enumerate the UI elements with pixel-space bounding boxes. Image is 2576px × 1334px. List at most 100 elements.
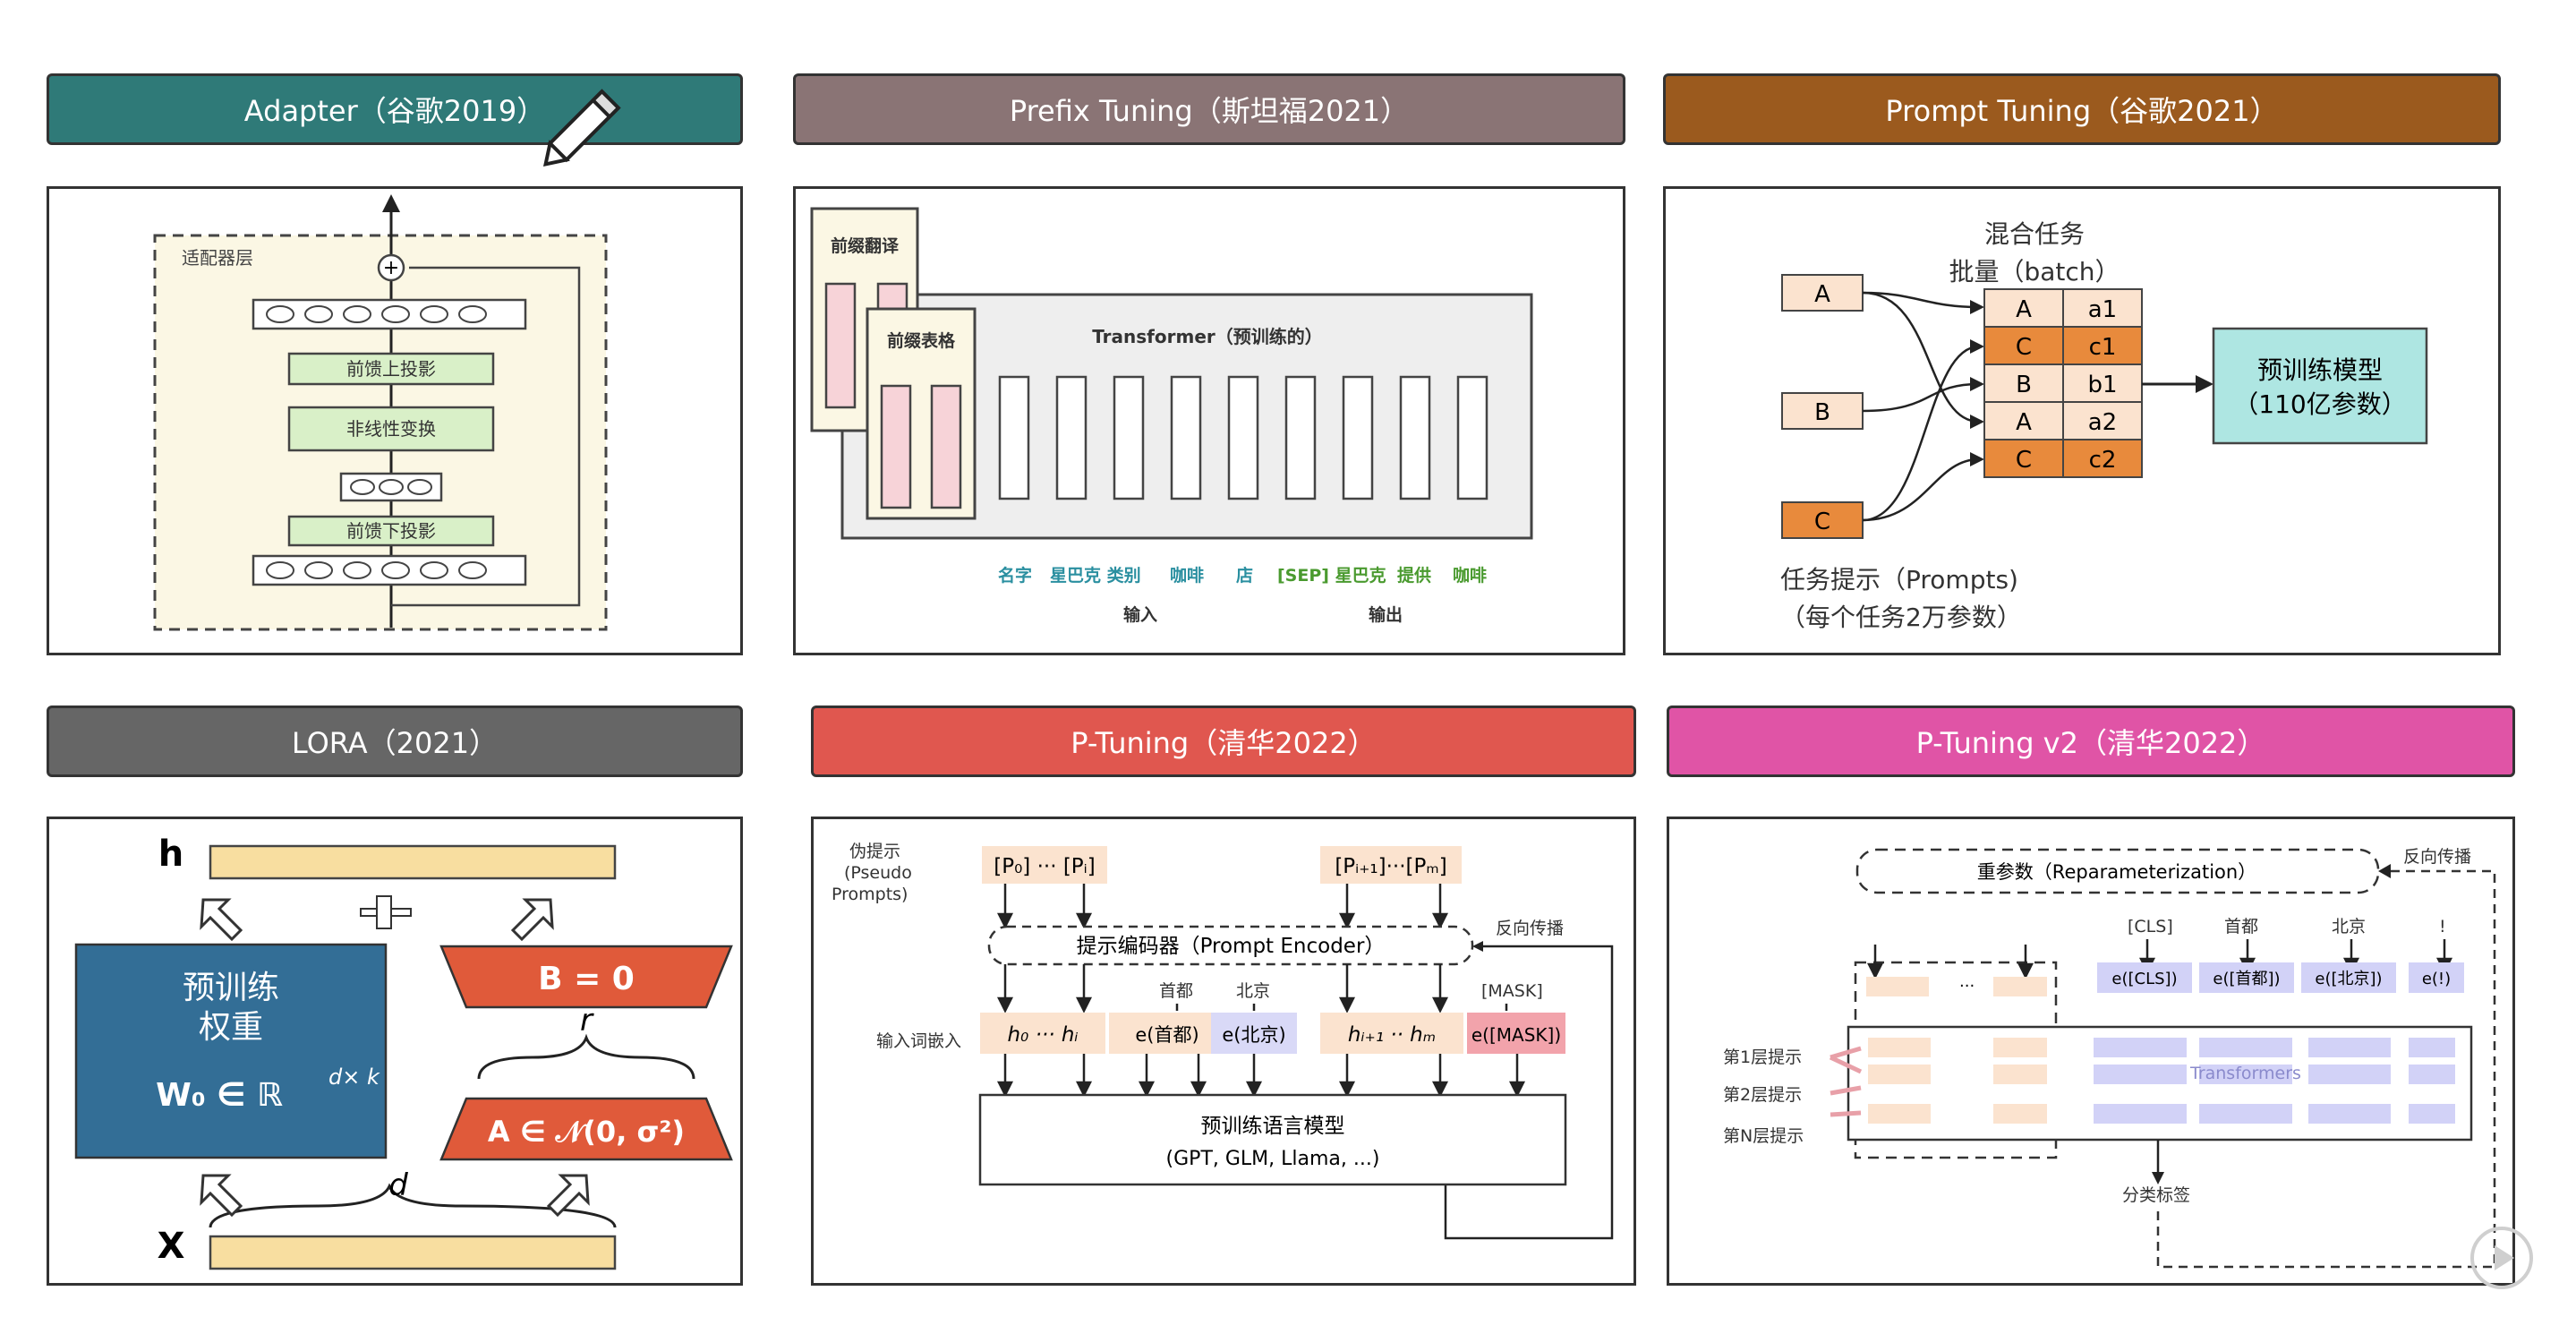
lora-h-bar xyxy=(209,844,617,880)
adapter-top-circles xyxy=(266,305,487,323)
header-ptuning-label: P-Tuning（清华2022） xyxy=(1070,726,1377,760)
ptv2-top-3: ! xyxy=(2439,917,2446,936)
adapter-up-proj-label: 前馈上投影 xyxy=(346,358,436,380)
prompt-batch-r1-c1: c1 xyxy=(2089,334,2117,361)
prefix-token-3: 店 xyxy=(1236,565,1253,586)
prompt-tuning-panel: 混合任务 批量（batch） A B C A a1 xyxy=(1663,186,2501,655)
lora-hollow-arrows xyxy=(200,898,590,1218)
prompt-batch-title: 批量（batch） xyxy=(1949,257,2120,286)
adapter-residual-line xyxy=(391,266,581,607)
lora-a-matrix xyxy=(439,1097,733,1161)
pt-pseudo-line2: (Pseudo xyxy=(844,863,912,883)
prompt-batch-r0-c1: a1 xyxy=(2088,296,2117,323)
pt-p-left-label: [P₀] ··· [Pᵢ] xyxy=(994,855,1096,878)
lora-d-brace xyxy=(209,1183,617,1228)
pt-top-beijing: 北京 xyxy=(1236,981,1270,1001)
ptv2-backprop-line xyxy=(2156,869,2496,1269)
pt-model-line1: 预训练语言模型 xyxy=(1201,1115,1345,1138)
header-adapter: Adapter（谷歌2019） xyxy=(47,73,743,145)
lora-w0-label: W₀ ∈ ℝ xyxy=(156,1077,283,1114)
pt-e-mask-box xyxy=(1467,1013,1565,1054)
lora-r-brace xyxy=(477,1033,695,1080)
pt-prompt-encoder xyxy=(987,925,1474,966)
header-p-tuning-v2: P-Tuning v2（清华2022） xyxy=(1667,705,2515,777)
lora-panel: h X 预训练 权重 W₀ ∈ ℝ d× k B = 0 r A ∈ 𝒩(0, … xyxy=(47,817,743,1286)
lora-x-label: X xyxy=(158,1226,185,1267)
ptv2-e-1: e([首都]) xyxy=(2213,970,2280,988)
prefix-table-label: 前缀表格 xyxy=(887,330,956,351)
prompt-batch-r2-c1: b1 xyxy=(2087,372,2117,398)
pt-embed-label: 输入词嵌入 xyxy=(876,1031,961,1051)
prefix-output-label: 输出 xyxy=(1369,604,1403,625)
pt-p-left-box xyxy=(982,846,1107,884)
pt-prompt-encoder-label: 提示编码器（Prompt Encoder） xyxy=(1077,935,1386,958)
pt-backprop-label: 反向传播 xyxy=(1496,919,1564,938)
prompt-batch-r2-c0: B xyxy=(2016,372,2032,398)
lora-w0-sup: d× k xyxy=(328,1065,380,1090)
prefix-token-columns xyxy=(998,375,1488,500)
prompt-task-a xyxy=(1781,274,1864,312)
header-lora-label: LORA（2021） xyxy=(291,726,499,760)
ptv2-reparam-label: 重参数（Reparameterization） xyxy=(1977,861,2256,883)
ptv2-dots-top: ··· xyxy=(1959,977,1975,996)
prompt-prompts-line2: （每个任务2万参数） xyxy=(1780,603,2022,632)
prompt-model-line1: 预训练模型 xyxy=(2257,355,2383,385)
prompt-mixed-title: 混合任务 xyxy=(1984,219,2085,249)
pt-h-right-box xyxy=(1320,1013,1463,1054)
header-prompt-label: Prompt Tuning（谷歌2021） xyxy=(1885,94,2279,128)
prefix-translate-label: 前缀翻译 xyxy=(831,235,900,256)
pt-e-mask-label: e([MASK]) xyxy=(1471,1024,1561,1046)
ptv2-e-3: e(!) xyxy=(2422,970,2451,988)
pt-model-line2: (GPT, GLM, Llama, ...) xyxy=(1166,1148,1380,1170)
prompt-routing-curves xyxy=(1862,291,1980,522)
lora-h-label: h xyxy=(158,834,183,875)
prompt-batch-table: A a1 C c1 B b1 A a2 C c2 xyxy=(1983,288,2143,478)
prefix-token-5: 提供 xyxy=(1397,565,1431,586)
ptv2-backprop-label: 反向传播 xyxy=(2403,847,2471,867)
prefix-transformer-label: Transformer（预训练的） xyxy=(1092,326,1323,347)
p-tuning-diagram: 伪提示 (Pseudo Prompts) [P₀] ··· [Pᵢ] [Pᵢ₊₁… xyxy=(832,842,1614,1240)
pt-h-left-box xyxy=(980,1013,1105,1054)
lora-x-bar xyxy=(209,1235,617,1270)
lora-plus-icon xyxy=(376,895,392,929)
prompt-batch-r1-c0: C xyxy=(2016,334,2032,361)
ptv2-e-0: e([CLS]) xyxy=(2111,970,2177,988)
lora-pretrained-line1: 预训练 xyxy=(183,970,279,1006)
p-tuning-v2-panel: 重参数（Reparameterization） 反向传播 [CLS] 首都 北京… xyxy=(1667,817,2515,1286)
pt-e-capital-box xyxy=(1109,1013,1225,1054)
adapter-down-proj-box xyxy=(287,515,495,547)
prompt-diagram: 混合任务 批量（batch） A B C A a1 xyxy=(1780,219,2428,632)
pt-e-capital-label: e(首都) xyxy=(1135,1024,1198,1046)
header-prefix-tuning: Prefix Tuning（斯坦福2021） xyxy=(793,73,1625,145)
header-prompt-tuning: Prompt Tuning（谷歌2021） xyxy=(1663,73,2501,145)
prompt-task-c xyxy=(1781,501,1864,539)
prefix-token-1: 星巴克 类别 xyxy=(1050,565,1141,586)
play-button-icon[interactable] xyxy=(2470,1227,2533,1289)
pt-h-left-label: h₀ ··· hᵢ xyxy=(1007,1023,1078,1047)
lora-r-label: r xyxy=(580,1003,594,1039)
prompt-task-c-label: C xyxy=(1814,509,1830,535)
prompt-batch-r0-c0: A xyxy=(2016,296,2032,323)
lora-pretrained-line2: 权重 xyxy=(199,1009,263,1046)
prompt-batch-r3-c1: a2 xyxy=(2088,409,2117,436)
pt-backprop-line xyxy=(1444,945,1614,1240)
prompt-task-a-label: A xyxy=(1814,281,1830,308)
adapter-panel: 适配器层 + 前馈上投影 非线性变换 前馈下投影 xyxy=(47,186,743,655)
header-ptuning-v2-label: P-Tuning v2（清华2022） xyxy=(1915,726,2266,760)
prefix-token-6: 咖啡 xyxy=(1453,565,1487,586)
prompt-task-b-label: B xyxy=(1814,399,1830,426)
adapter-up-proj-box xyxy=(287,352,495,386)
adapter-nonlinear-label: 非线性变换 xyxy=(346,418,436,440)
ptv2-layer2-label: 第2层提示 xyxy=(1723,1085,1802,1105)
prompt-batch-r3-c0: A xyxy=(2016,409,2032,436)
pt-pseudo-line3: Prompts) xyxy=(832,885,908,904)
pt-pseudo-line1: 伪提示 xyxy=(849,842,900,861)
pt-e-beijing-label: e(北京) xyxy=(1222,1024,1285,1046)
adapter-top-arrowhead xyxy=(382,194,400,212)
pt-h-right-label: hᵢ₊₁ ·· hₘ xyxy=(1348,1023,1436,1047)
prefix-token-4: [SEP] 星巴克 xyxy=(1277,565,1386,586)
lora-b-label: B = 0 xyxy=(538,961,635,997)
pt-e-beijing-box xyxy=(1211,1013,1297,1054)
prefix-token-0: 名字 xyxy=(998,565,1032,586)
ptv2-top-0: [CLS] xyxy=(2128,917,2173,936)
